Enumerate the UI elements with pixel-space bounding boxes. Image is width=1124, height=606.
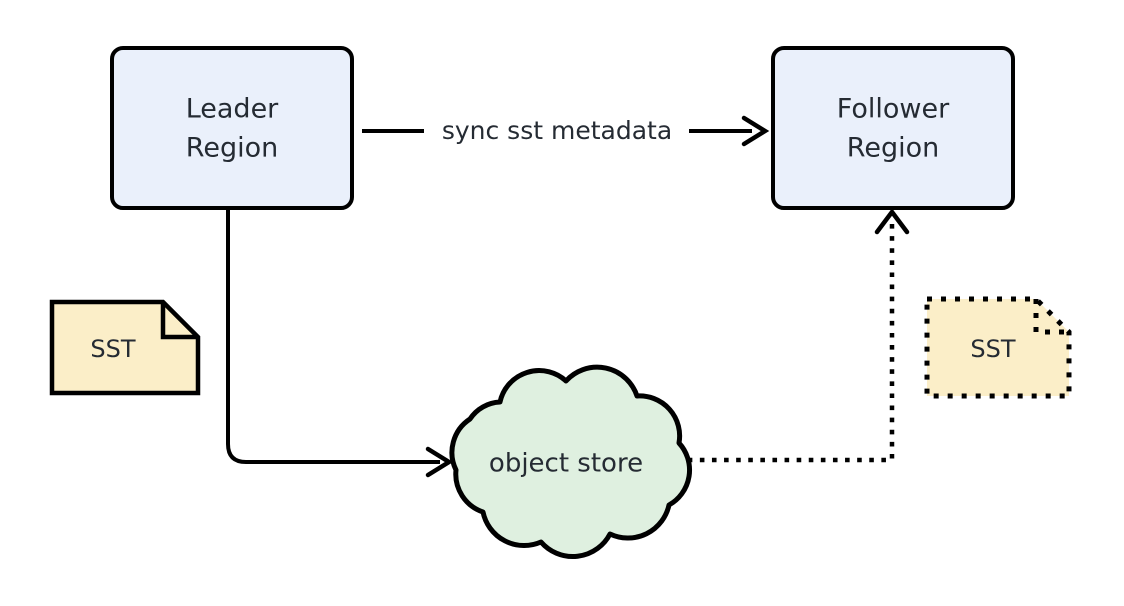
edge-leader-to-store-line [226,208,440,464]
sst-follower-body[interactable] [927,299,1069,396]
edge-leader-to-store [226,208,454,478]
leader-region-label-line1: Leader [186,94,279,125]
sst-follower-label: SST [970,335,1015,363]
edge-sync-metadata-label: sync sst metadata [442,116,672,145]
sst-leader-label: SST [90,335,135,363]
node-sst-leader[interactable]: SST [49,299,201,396]
node-sst-follower[interactable]: SST [924,296,1072,399]
edge-store-to-follower [687,208,910,463]
leader-region-label-line2: Region [186,133,278,164]
node-object-store[interactable]: object store [449,364,693,560]
follower-region-box[interactable] [771,46,1015,210]
follower-region-label-line1: Follower [837,94,950,125]
sst-leader-fold-icon [160,302,198,340]
edge-sync-metadata-arrowhead [741,115,770,147]
follower-region-label-line2: Region [847,133,939,164]
node-follower-region[interactable]: Follower Region [771,46,1015,210]
sst-follower-fold-icon [1033,299,1069,335]
node-leader-region[interactable]: Leader Region [110,46,354,210]
edge-sync-metadata: sync sst metadata [362,115,770,147]
edge-store-to-follower-line [687,223,895,463]
object-store-cloud-shape[interactable] [449,364,693,560]
leader-region-box[interactable] [110,46,354,210]
edge-store-to-follower-arrowhead [874,208,910,235]
edge-leader-to-store-arrowhead [425,446,454,478]
object-store-label: object store [489,449,643,479]
